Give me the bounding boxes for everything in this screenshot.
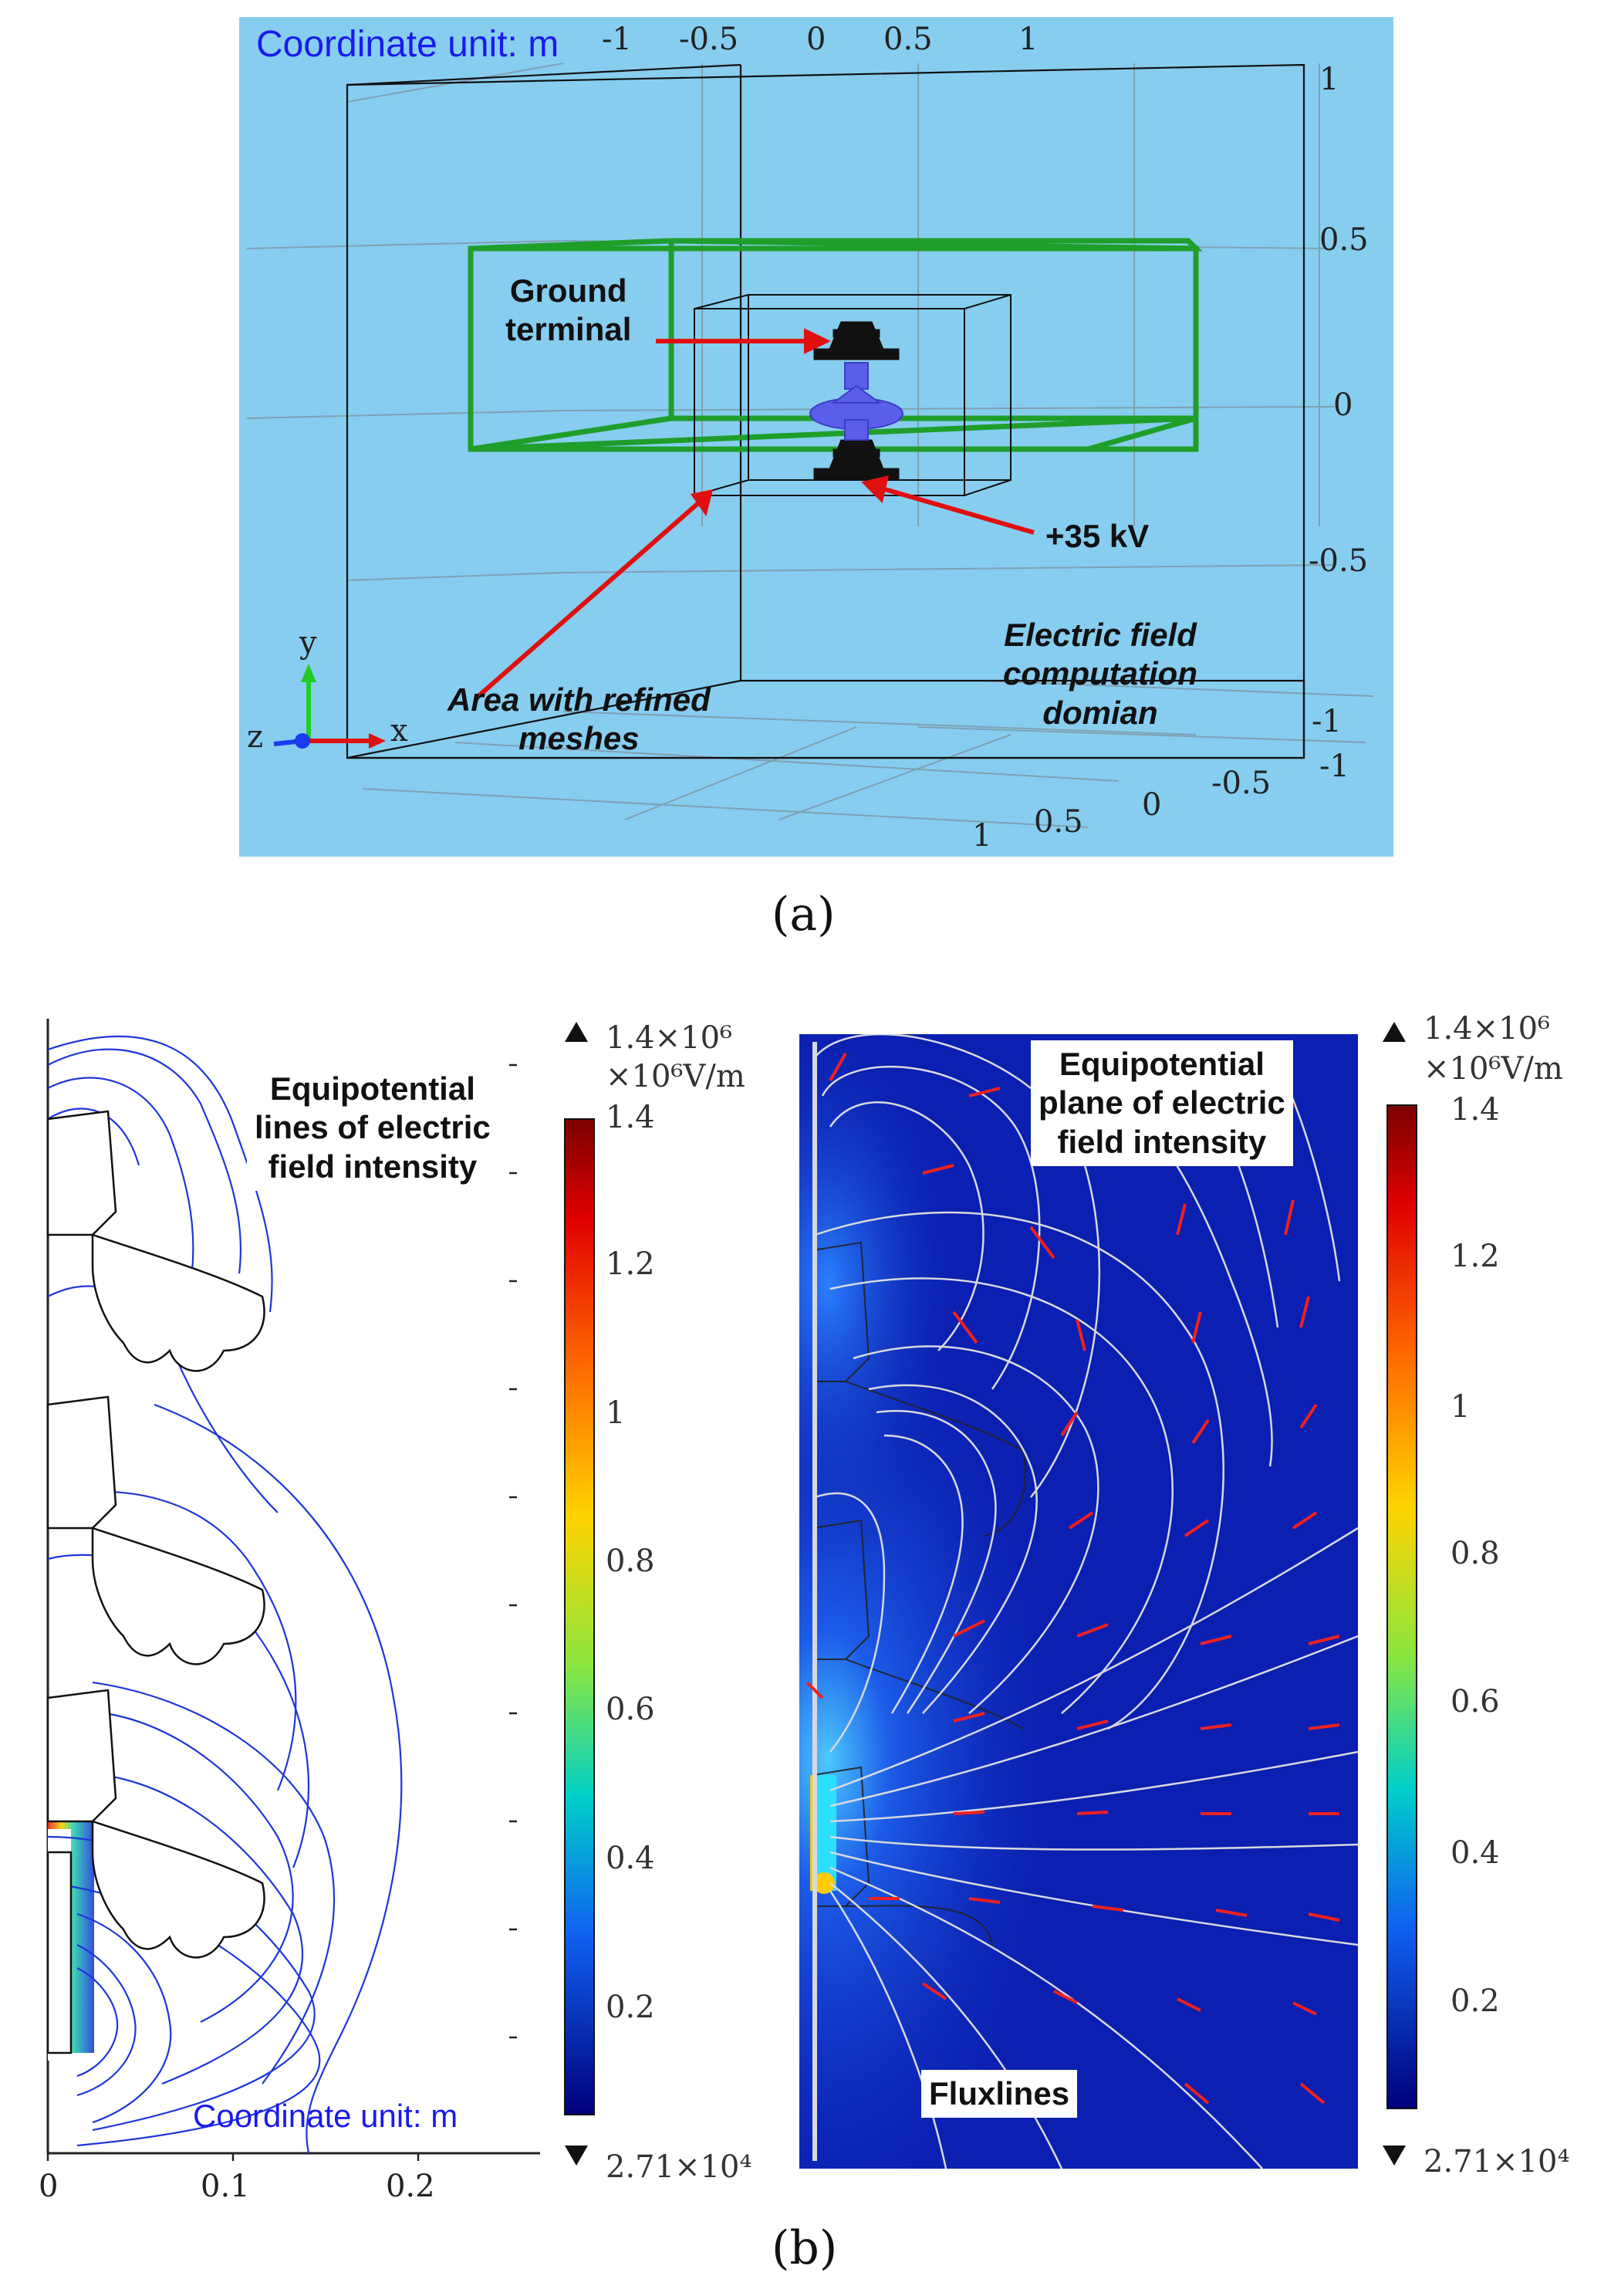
panel-a-3d-model: Coordinate unit: m -1 -0.5 0 0.5 1 1 0.5… [239,17,1393,857]
colorbar-left-max-label: 1.4×10⁶ [606,1020,733,1056]
x-tick: 0.1 [201,2169,250,2204]
axis-y-label: y [299,625,317,661]
depth-tick: 0 [1142,787,1162,823]
top-tick: 0.5 [883,22,933,57]
colorbar-min-marker [1383,2146,1406,2166]
right-tick: -0.5 [1309,543,1369,579]
colorbar-right-tick: 0.2 [1451,1983,1500,2019]
colorbar-left-tick: 0.4 [606,1841,655,1876]
colorbar-left-graphics [564,1022,595,2166]
colorbar-right-tick: 1 [1451,1389,1471,1425]
colorbar-right-tick: 0.8 [1451,1536,1500,1571]
axis-triad [273,664,386,749]
colorbar-left-unit-label: ×10⁶V/m [606,1059,745,1094]
top-tick: 0 [806,22,826,57]
colorbar-min-marker [565,2146,588,2166]
colorbar-left-tick: 1.4 [606,1100,655,1135]
colorbar-left-tick: 0.8 [606,1544,655,1579]
colorbar-right-tick: 1.4 [1451,1092,1500,1128]
top-tick: 1 [1018,22,1039,57]
right-tick: 1 [1319,62,1339,97]
panel-a-wireframe [246,63,1374,828]
colorbar-right-tick: 0.6 [1451,1684,1500,1719]
refined-mesh-label: Area with refined meshes [448,681,711,757]
axis-z-label: z [247,719,264,755]
panel-b-right-plot: Equipotential plane of electric field in… [799,1034,1358,2169]
depth-tick: 0.5 [1034,804,1083,840]
colorbar-left-min-label: 2.71×10⁴ [606,2149,752,2185]
colorbar-right-unit-label: ×10⁶V/m [1424,1051,1563,1087]
right-tick: -1 [1312,704,1342,739]
colorbar-right-graphics [1383,1022,1417,2166]
panel-b-left-coord-label: Coordinate unit: m [193,2098,458,2134]
ground-terminal-label: Ground terminal [505,272,632,348]
colorbar-right-tick: 0.4 [1451,1835,1500,1871]
colorbar-left-tick: 1 [606,1395,626,1431]
depth-tick: 1 [972,818,992,854]
colorbar-right-max-label: 1.4×10⁶ [1424,1011,1551,1047]
panel-b-letter: (b) [772,2221,838,2275]
colorbar-left-tick: 0.6 [606,1692,655,1727]
insulator-model [809,321,903,480]
equipotential-plane-plot [799,1034,1358,2169]
colorbar-right-tick: 1.2 [1451,1239,1500,1274]
equipotential-lines-plot [46,1019,540,2161]
right-tick: 0.5 [1319,222,1369,258]
x-tick: 0 [39,2169,59,2204]
colorbar-left-tick: 1.2 [606,1246,655,1282]
axis-x-label: x [390,713,408,749]
top-tick: -0.5 [679,22,739,57]
panel-b-left-title: Equipotential lines of electric field in… [247,1065,498,1192]
voltage-label: +35 kV [1045,518,1150,554]
colorbar-max-marker [1383,1022,1406,1042]
colorbar-left-tick: 0.2 [606,1990,655,2025]
depth-tick: -1 [1319,749,1349,784]
right-tick: 0 [1333,387,1353,423]
panel-a-letter: (a) [772,888,836,942]
panel-a-coord-label: Coordinate unit: m [256,24,559,65]
panel-b-left-plot: Equipotential lines of electric field in… [46,1019,540,2161]
depth-tick: -0.5 [1211,766,1272,801]
panel-b-right-title: Equipotential plane of electric field in… [1031,1040,1293,1167]
colorbar-right-min-label: 2.71×10⁴ [1424,2144,1570,2179]
domain-label: Electric field computation domian [1003,617,1197,731]
colorbar-max-marker [565,1022,588,1042]
fluxlines-label: Fluxlines [921,2070,1078,2118]
top-tick: -1 [602,22,632,57]
x-tick: 0.2 [386,2169,435,2204]
